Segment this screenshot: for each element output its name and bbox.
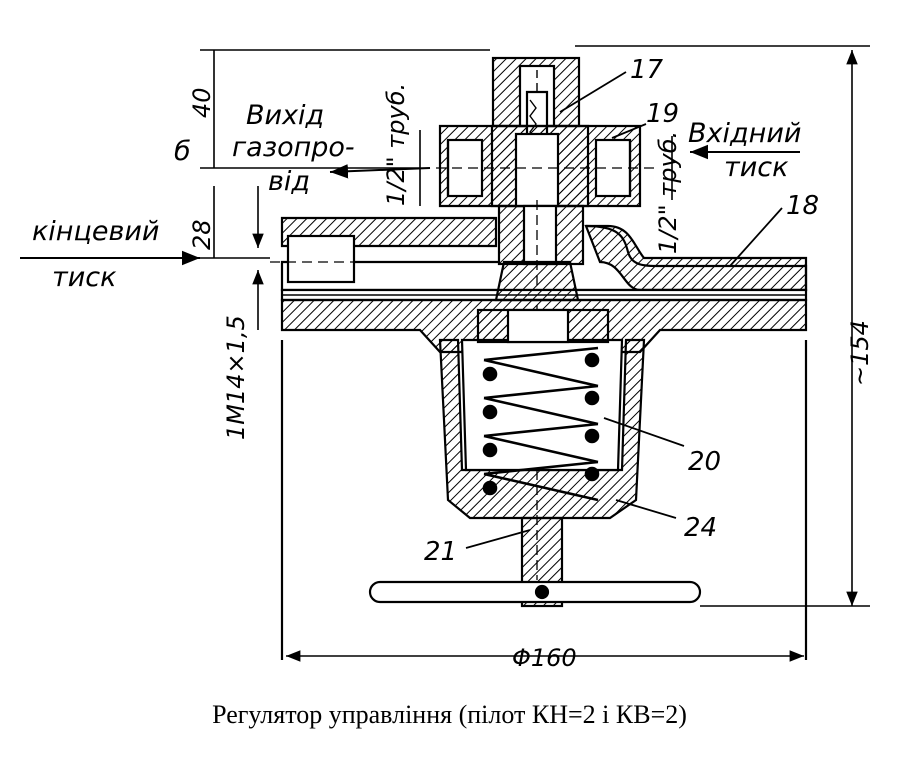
right-port-label: 1/2" труб. <box>654 131 682 254</box>
final-pressure-label-2: тиск <box>52 262 117 293</box>
callout-18: 18 <box>786 191 819 221</box>
dimension-lines <box>200 45 870 662</box>
body-upper-plate <box>270 216 808 292</box>
dimension-texts: 40 28 1M14×1,5 ~154 Φ160 <box>188 87 874 672</box>
dim-28: 28 <box>188 219 216 250</box>
text-labels: Вихід газопро- від Вхідний тиск кінцевий… <box>32 83 801 293</box>
callout-21: 21 <box>424 537 457 567</box>
dim-height: ~154 <box>846 320 874 386</box>
outlet-label-1: Вихід <box>246 100 324 131</box>
callout-numbers: 17 18 19 20 21 24 <box>424 55 819 567</box>
outlet-label-3: від <box>268 166 310 197</box>
dim-40: 40 <box>188 87 216 118</box>
dim-diameter: Φ160 <box>512 644 577 672</box>
final-pressure-label-1: кінцевий <box>32 216 159 247</box>
callout-24: 24 <box>684 513 717 543</box>
spring-coils <box>482 346 600 502</box>
figure-caption: Регулятор управління (пілот КН=2 і КВ=2) <box>212 700 687 729</box>
inlet-label-2: тиск <box>724 152 789 183</box>
inlet-label-1: Вхідний <box>688 118 801 149</box>
letter-b: б <box>174 136 191 167</box>
adjusting-screw <box>368 516 702 608</box>
dim-thread: 1M14×1,5 <box>222 315 250 440</box>
pilot-valve-body <box>420 124 660 208</box>
left-port-label: 1/2" труб. <box>382 83 410 206</box>
callout-leaders <box>465 71 783 549</box>
callout-20: 20 <box>688 447 721 477</box>
outlet-label-2: газопро- <box>232 132 355 163</box>
callout-17: 17 <box>630 55 664 85</box>
callout-19: 19 <box>646 99 679 129</box>
